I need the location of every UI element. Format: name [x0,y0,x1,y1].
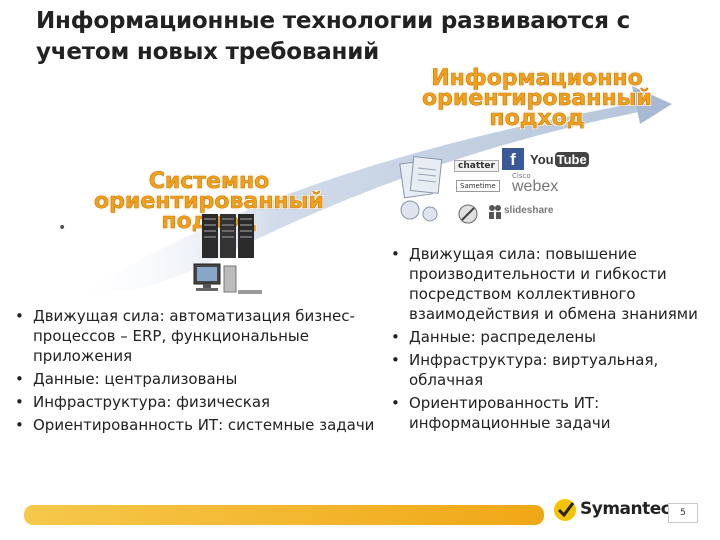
page-number: 5 [668,503,698,523]
list-item: Ориентированность ИТ: информационные зад… [390,393,700,433]
footer-bar [24,505,544,525]
list-item: Данные: централизованы [14,369,392,389]
desktop-computer-icon [193,263,262,294]
info-approach-label: Информационно ориентированный подход [422,66,653,131]
tools-icon [458,204,478,224]
sametime-logo: Sametime [456,180,500,192]
info-approach-bullets: Движущая сила: повышение производительно… [390,244,700,436]
stray-bullet: • [58,220,67,236]
list-item: Данные: распределены [390,327,700,347]
server-illustration [193,214,262,294]
facebook-logo: f [502,148,524,170]
list-item: Движущая сила: автоматизация бизнес-проц… [14,306,392,366]
arc-arrowhead [632,86,672,124]
system-approach-bullets: Движущая сила: автоматизация бизнес-проц… [14,306,392,438]
symantec-check-icon [554,499,576,521]
documents-icon [399,156,443,222]
slideshare-logo: slideshare [504,205,554,216]
chatter-logo: chatter [454,160,499,172]
list-item: Ориентированность ИТ: системные задачи [14,415,392,435]
list-item: Инфраструктура: физическая [14,392,392,412]
server-rack-icon [202,214,254,258]
cisco-label: Cisco [512,172,531,180]
symantec-logo: Symantec. [580,499,677,519]
slide-title: Информационные технологии развиваются с … [36,8,631,65]
list-item: Движущая сила: повышение производительно… [390,244,700,324]
list-item: Инфраструктура: виртуальная, облачная [390,350,700,390]
webex-logo: webex [512,178,559,195]
slideshare-icon [489,205,501,219]
